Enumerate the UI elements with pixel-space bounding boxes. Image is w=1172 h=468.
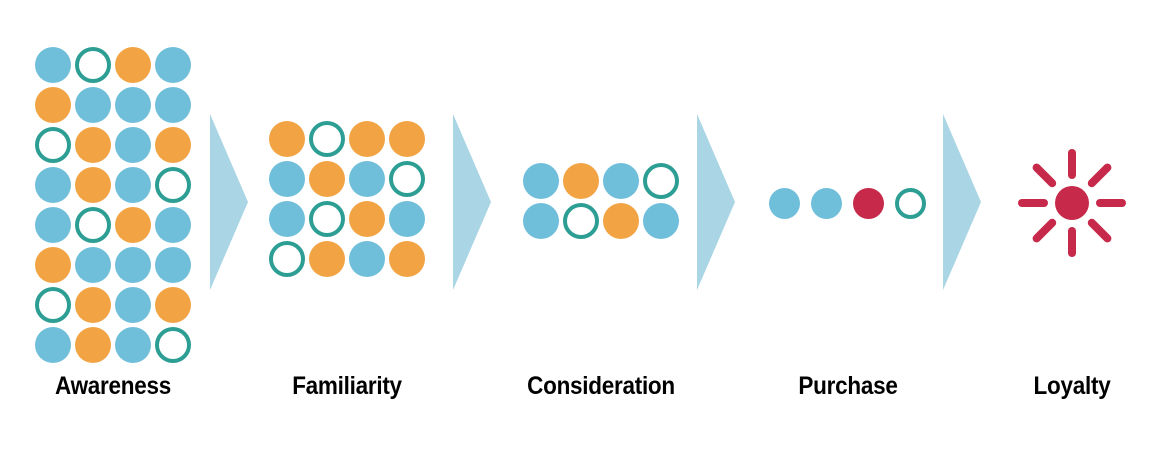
- dot-blue: [35, 47, 71, 83]
- dot-blue: [269, 161, 305, 197]
- dot-blue: [523, 203, 559, 239]
- right-arrow-icon: [697, 114, 735, 290]
- dot-orange: [389, 241, 425, 277]
- dot-orange: [349, 201, 385, 237]
- purchase-dot-grid: [769, 188, 926, 219]
- dot-orange: [389, 121, 425, 157]
- stage-label-familiarity: Familiarity: [292, 372, 402, 400]
- dot-open: [75, 47, 111, 83]
- dot-open: [35, 127, 71, 163]
- dot-blue: [115, 247, 151, 283]
- dot-blue: [75, 247, 111, 283]
- dot-blue: [115, 87, 151, 123]
- dot-blue: [115, 167, 151, 203]
- dot-blue: [35, 327, 71, 363]
- dot-blue: [769, 188, 800, 219]
- dot-open: [309, 201, 345, 237]
- stage-purchase: Purchase: [769, 0, 926, 468]
- dot-orange: [349, 121, 385, 157]
- dot-orange: [155, 287, 191, 323]
- dot-blue: [643, 203, 679, 239]
- stage-consideration: Consideration: [523, 0, 679, 468]
- dot-open: [309, 121, 345, 157]
- dot-open: [895, 188, 926, 219]
- dot-orange: [75, 327, 111, 363]
- dot-orange: [155, 127, 191, 163]
- dot-orange: [309, 161, 345, 197]
- dot-blue: [389, 201, 425, 237]
- dot-orange: [75, 287, 111, 323]
- stage-label-purchase: Purchase: [797, 372, 898, 400]
- dot-open: [389, 161, 425, 197]
- dot-orange: [75, 127, 111, 163]
- dot-open: [155, 327, 191, 363]
- dot-blue: [155, 247, 191, 283]
- dot-blue: [603, 163, 639, 199]
- familiarity-dot-grid: [269, 121, 425, 277]
- dot-blue: [349, 241, 385, 277]
- dot-blue: [269, 201, 305, 237]
- right-arrow-icon: [453, 114, 491, 290]
- dot-blue: [155, 47, 191, 83]
- dot-blue: [523, 163, 559, 199]
- dot-orange: [75, 167, 111, 203]
- dot-open: [563, 203, 599, 239]
- stage-loyalty: Loyalty: [1014, 0, 1130, 468]
- dot-orange: [309, 241, 345, 277]
- dot-red: [853, 188, 884, 219]
- dot-blue: [35, 167, 71, 203]
- awareness-dot-grid: [35, 47, 191, 363]
- burst-icon: [1018, 149, 1126, 257]
- dot-open: [75, 207, 111, 243]
- stage-familiarity: Familiarity: [269, 0, 425, 468]
- dot-orange: [269, 121, 305, 157]
- dot-blue: [35, 207, 71, 243]
- dot-blue: [349, 161, 385, 197]
- dot-blue: [115, 287, 151, 323]
- dot-orange: [35, 87, 71, 123]
- stage-label-loyalty: Loyalty: [1033, 372, 1111, 400]
- dot-blue: [811, 188, 842, 219]
- dot-blue: [155, 207, 191, 243]
- dot-open: [269, 241, 305, 277]
- dot-orange: [115, 47, 151, 83]
- dot-orange: [35, 247, 71, 283]
- consideration-dot-grid: [523, 163, 679, 239]
- dot-blue: [115, 127, 151, 163]
- stage-awareness: Awareness: [35, 0, 191, 468]
- stage-label-consideration: Consideration: [527, 372, 675, 400]
- dot-orange: [603, 203, 639, 239]
- right-arrow-icon: [943, 114, 981, 290]
- dot-blue: [155, 87, 191, 123]
- dot-open: [35, 287, 71, 323]
- dot-blue: [115, 327, 151, 363]
- dot-open: [643, 163, 679, 199]
- dot-orange: [115, 207, 151, 243]
- dot-open: [155, 167, 191, 203]
- right-arrow-icon: [210, 114, 248, 290]
- dot-orange: [563, 163, 599, 199]
- stage-label-awareness: Awareness: [55, 372, 171, 400]
- dot-blue: [75, 87, 111, 123]
